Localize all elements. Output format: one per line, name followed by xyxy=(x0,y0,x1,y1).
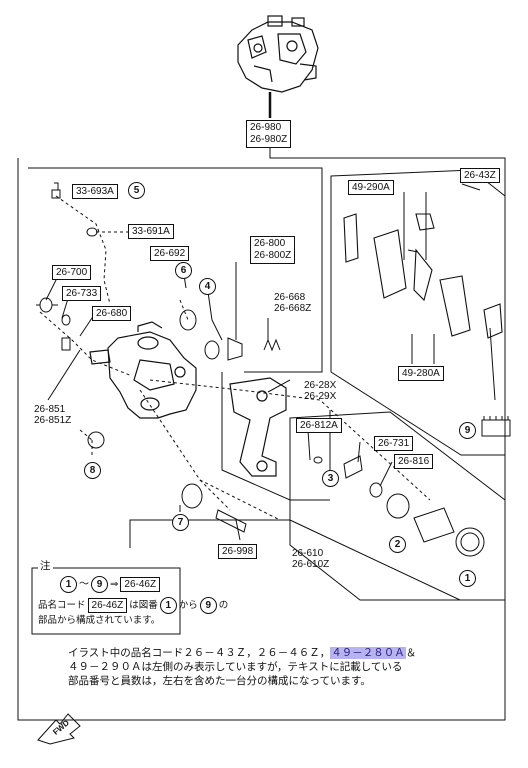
part-label-26-733: 26-733 xyxy=(62,286,102,301)
note-line2-mid: は図番 xyxy=(129,600,158,611)
part-label-26-851-line2: 26-851Z xyxy=(34,415,72,426)
callout-5: 5 xyxy=(128,182,145,199)
caliper-assembly-illustration xyxy=(237,15,319,93)
bolts-and-boots xyxy=(36,227,281,533)
note-line2-suffix: の xyxy=(218,600,229,611)
part-label-33-693a: 33-693A xyxy=(72,184,118,199)
part-label-26-610-line1: 26-610 xyxy=(292,548,324,559)
part-label-26-700: 26-700 xyxy=(52,265,92,280)
part-label-26-816: 26-816 xyxy=(394,454,434,469)
note-line-3: 部品から構成されています。 xyxy=(38,615,161,626)
caption-line-1: イラスト中の品名コード２６－４３Ｚ，２６－４６Ｚ，４９－２８０Ａ＆ xyxy=(68,647,416,660)
note-range-arrow: ～ xyxy=(79,579,89,590)
part-label-26-851: 26-851 26-851Z xyxy=(34,404,71,426)
mounting-bracket-illustration xyxy=(229,377,287,477)
assembly-label-1: 26-980 xyxy=(250,122,282,133)
part-label-26-668-line2: 26-668Z xyxy=(274,303,312,314)
part-label-26-610-line2: 26-610Z xyxy=(292,559,330,570)
note-line2-prefix: 品名コード xyxy=(38,600,86,611)
part-label-26-812a: 26-812A xyxy=(296,418,342,433)
note-line2-end-number: 9 xyxy=(199,597,217,614)
caption-line-3: 部品番号と員数は，左右を含めた一台分の構成になっています。 xyxy=(68,675,371,687)
assembly-label-2: 26-980Z xyxy=(250,134,288,145)
part-label-26-851-line1: 26-851 xyxy=(34,404,66,415)
caliper-body-illustration xyxy=(89,321,197,419)
part-label-26-668-line1: 26-668 xyxy=(274,292,306,303)
part-label-26-692: 26-692 xyxy=(150,246,190,261)
part-label-26-28x-line1: 26-28X xyxy=(304,380,337,391)
part-label-26-43z: 26-43Z xyxy=(460,168,500,183)
caption-line1-after: ＆ xyxy=(405,647,417,659)
part-label-26-800: 26-800 26-800Z xyxy=(250,236,296,264)
callout-6: 6 xyxy=(175,262,192,279)
callout-1: 1 xyxy=(459,570,476,587)
callout-8: 8 xyxy=(84,462,101,479)
assembly-part-number: 26-980 26-980Z xyxy=(246,120,292,148)
piston-seal-illustration xyxy=(313,455,485,557)
part-label-26-610: 26-610 26-610Z xyxy=(292,548,329,570)
note-line2-start-number: 1 xyxy=(159,597,177,614)
callout-9: 9 xyxy=(459,422,476,439)
brake-pads-illustration xyxy=(343,213,503,339)
part-label-26-28x: 26-28X 26-29X xyxy=(304,380,336,402)
part-label-26-731: 26-731 xyxy=(374,436,414,451)
caption-line1-before: イラスト中の品名コード２６－４３Ｚ，２６－４６Ｚ， xyxy=(68,647,331,659)
part-label-26-680: 26-680 xyxy=(92,306,132,321)
hardware-kit-illustration xyxy=(481,416,511,437)
note-range-pointer: ⇒ xyxy=(110,579,119,590)
part-label-26-800-line1: 26-800 xyxy=(254,238,286,249)
note-range-code: 26-46Z xyxy=(120,577,161,592)
note-title: 注 xyxy=(38,560,53,573)
note-line2-from: から xyxy=(178,600,198,611)
part-label-26-800-line2: 26-800Z xyxy=(254,250,292,261)
note-line2-code: 26-46Z xyxy=(87,598,128,613)
part-label-49-280a: 49-280A xyxy=(398,366,444,381)
callout-3: 3 xyxy=(322,470,339,487)
fwd-arrow-icon xyxy=(37,713,81,745)
part-label-26-998: 26-998 xyxy=(218,544,258,559)
callout-4: 4 xyxy=(199,278,216,295)
part-label-26-668: 26-668 26-668Z xyxy=(274,292,311,314)
caption-line-2: ４９－２９０Ａは左側のみ表示していますが，テキストに記載している xyxy=(68,661,403,673)
note-range-end: 9 xyxy=(91,576,108,593)
note-line-1: 1 ～ 9 ⇒ 26-46Z xyxy=(60,576,161,593)
part-label-26-28x-line2: 26-29X xyxy=(304,391,337,402)
part-label-33-691a: 33-691A xyxy=(128,224,174,239)
bleeder-screw-illustration xyxy=(51,182,61,199)
callout-2: 2 xyxy=(389,536,406,553)
part-label-49-290a: 49-290A xyxy=(348,180,394,195)
note-line-2: 品名コード 26-46Z は図番 1 から 9 の xyxy=(38,597,228,614)
caption-line1-highlight: ４９－２８０Ａ xyxy=(330,647,406,659)
callout-7: 7 xyxy=(172,514,189,531)
note-range-start: 1 xyxy=(60,576,77,593)
